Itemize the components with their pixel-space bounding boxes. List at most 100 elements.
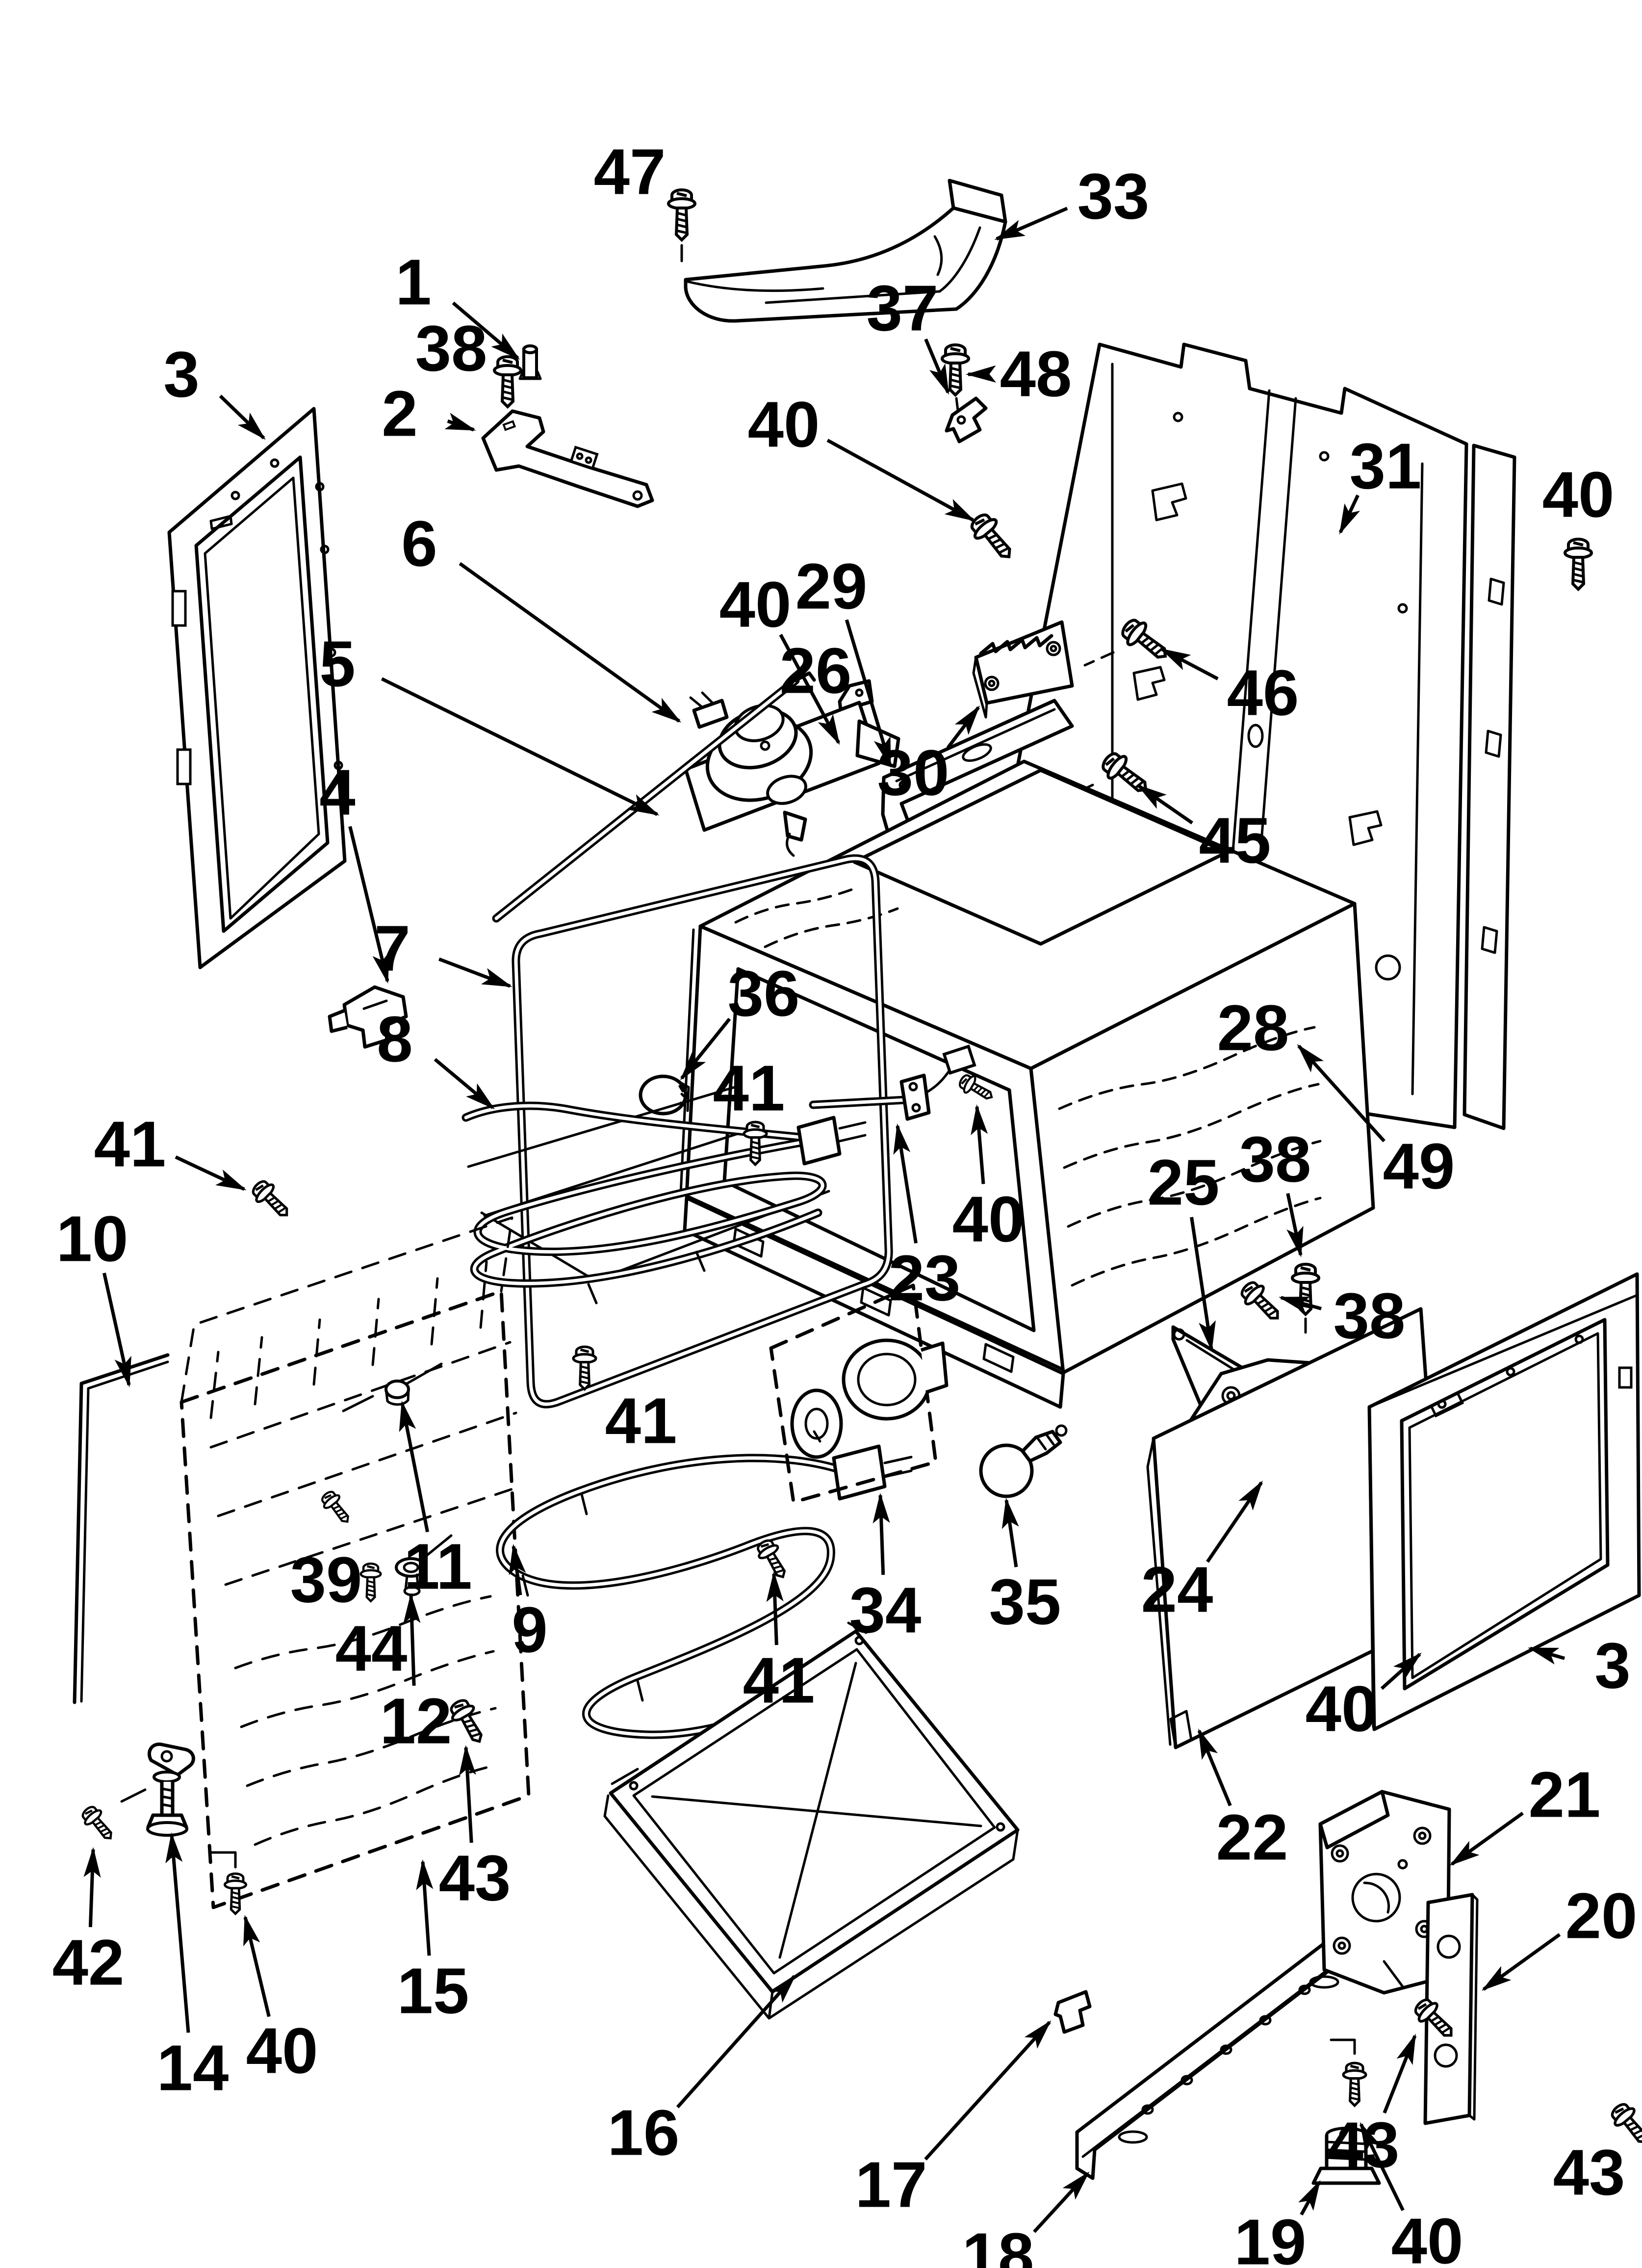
callout-arrow-37 [924, 338, 950, 395]
latch-bracket [481, 409, 654, 508]
callout-label-29: 29 [795, 550, 868, 623]
callout-arrow-40 [971, 1104, 988, 1184]
callout-label-34: 34 [849, 1574, 922, 1646]
callout-arrow-40 [1359, 2122, 1405, 2211]
callout-label-19: 19 [1234, 2206, 1307, 2268]
callout-arrow-17 [924, 2020, 1052, 2161]
callout-label-25: 25 [1148, 1147, 1220, 1219]
callout-label-11: 11 [404, 1531, 472, 1603]
callout-label-2: 2 [382, 378, 417, 450]
callout-arrow-43 [1383, 2033, 1417, 2114]
callout-label-39: 39 [290, 1544, 362, 1616]
callout-label-42: 42 [52, 1927, 125, 1999]
callout-label-17: 17 [855, 2149, 927, 2221]
callout-label-18: 18 [962, 2220, 1034, 2268]
callout-label-41: 41 [94, 1108, 166, 1180]
callout-arrow-22 [1197, 1728, 1232, 1806]
callout-arrow-25 [1190, 1217, 1216, 1352]
callout-label-46: 46 [1227, 657, 1299, 729]
callout-label-40: 40 [1542, 459, 1615, 531]
door-latch-motor-assembly [684, 691, 900, 857]
callout-label-48: 48 [1000, 338, 1072, 410]
diagram-art [73, 179, 1642, 2185]
callout-arrow-12 [403, 1592, 421, 1686]
callout-arrow-40 [779, 634, 841, 745]
screw-40 [225, 1874, 246, 1914]
callout-arrow-23 [893, 1123, 918, 1244]
oven-door-gasket [512, 854, 893, 1408]
callout-label-40: 40 [748, 389, 820, 461]
callout-label-37: 37 [867, 272, 939, 344]
callout-arrow-31 [1338, 495, 1360, 535]
callout-arrow-40 [1380, 1652, 1422, 1690]
oven-cavity [679, 759, 1375, 1409]
callout-arrow-49 [1297, 1044, 1385, 1143]
screw-44 [361, 1564, 381, 1601]
callout-arrow-6 [459, 562, 682, 723]
hinge-pocket-bracket [1318, 1790, 1451, 1995]
callout-arrow-19 [1298, 2180, 1321, 2216]
callout-label-43: 43 [1553, 2137, 1625, 2209]
callout-label-43: 43 [1328, 2109, 1400, 2181]
insulated-side-panel [180, 1216, 531, 1909]
callout-arrow-2 [444, 413, 476, 432]
spacer-pin [518, 344, 542, 380]
callout-label-40: 40 [1306, 1673, 1378, 1745]
broil-element [496, 1444, 913, 1739]
callout-label-40: 40 [246, 2015, 318, 2087]
callout-arrow-4 [348, 826, 389, 984]
callout-arrow-3 [1528, 1646, 1565, 1665]
callout-arrow-16 [676, 1974, 796, 2109]
callout-arrow-33 [994, 207, 1068, 241]
vent-duct [684, 179, 1007, 323]
callout-arrow-21 [1449, 1811, 1524, 1866]
callout-label-41: 41 [713, 1052, 785, 1124]
callout-label-33: 33 [1078, 160, 1150, 233]
spacer-plate [1423, 1893, 1479, 2125]
plug-button [342, 1362, 443, 1412]
screw-38 [1237, 1278, 1286, 1327]
callout-arrow-43 [459, 1745, 476, 1843]
callout-label-14: 14 [157, 2032, 229, 2104]
callout-label-3: 3 [163, 339, 199, 411]
callout-arrow-38 [1279, 1296, 1322, 1313]
anti-tip-wire [73, 1353, 170, 1704]
callout-label-38: 38 [415, 313, 487, 385]
callout-label-24: 24 [1141, 1554, 1213, 1626]
light-bulb [979, 1424, 1068, 1498]
bake-element [462, 1086, 867, 1304]
callout-arrow-35 [1001, 1497, 1019, 1567]
callout-arrow-45 [1136, 784, 1193, 825]
callout-label-30: 30 [877, 737, 949, 809]
screw-41 [573, 1347, 596, 1389]
callout-arrow-40 [826, 439, 975, 522]
callout-label-26: 26 [780, 635, 852, 707]
callout-arrow-10 [102, 1273, 131, 1388]
callout-label-49: 49 [1383, 1130, 1455, 1202]
grommet [395, 1534, 453, 1596]
callout-arrow-36 [680, 1017, 731, 1081]
rod-clip [328, 985, 408, 1049]
screw-40 [967, 510, 1019, 565]
callout-label-8: 8 [377, 1003, 412, 1075]
callout-label-10: 10 [56, 1203, 128, 1275]
callout-arrow-34 [872, 1492, 890, 1575]
callout-arrow-5 [381, 677, 660, 816]
callout-arrow-9 [509, 1543, 526, 1595]
callout-label-41: 41 [743, 1644, 815, 1717]
toothed-rack-bracket [972, 620, 1074, 719]
oven-light-lens-assembly [769, 1283, 949, 1504]
callout-arrow-3 [219, 394, 266, 440]
callout-label-23: 23 [889, 1242, 961, 1314]
callout-arrow-29 [845, 619, 892, 768]
callout-label-47: 47 [594, 136, 666, 208]
screw-41 [249, 1177, 295, 1223]
callout-label-5: 5 [319, 628, 355, 700]
callout-label-45: 45 [1199, 805, 1271, 877]
callout-arrow-30 [946, 705, 980, 749]
callout-label-43: 43 [439, 1842, 511, 1914]
callout-label-15: 15 [397, 1955, 469, 2027]
callout-arrow-42 [83, 1847, 101, 1928]
callout-label-7: 7 [374, 912, 410, 985]
